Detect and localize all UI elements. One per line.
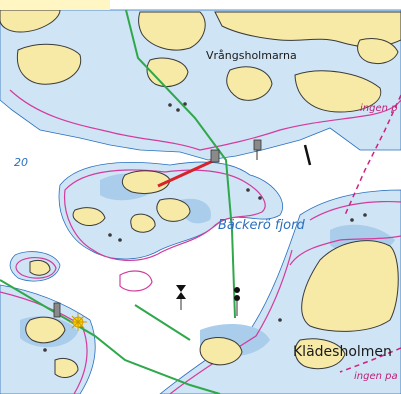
rock-icon	[350, 218, 354, 222]
shallow-water-top	[0, 9, 401, 161]
restricted-label-top: ingen p	[360, 103, 398, 114]
rock-icon	[246, 188, 250, 192]
lighthouse-icon	[53, 302, 61, 318]
island-left-2	[29, 259, 51, 276]
rock-icon	[258, 196, 262, 200]
navigation-marks	[53, 139, 312, 331]
island-top-left-1	[16, 43, 82, 85]
island-kladesholmen	[301, 240, 399, 332]
rock-icon	[118, 238, 122, 242]
place-label-backero-fjord: Bäckerö fjord	[218, 218, 305, 233]
beacon-icon	[210, 149, 220, 163]
star-light-icon	[69, 313, 87, 331]
island-bottom-left-2	[54, 357, 79, 378]
restricted-area-boundary	[339, 94, 401, 373]
buoy-icon	[176, 285, 186, 310]
island-right-2	[357, 38, 399, 65]
island-top-center-1	[138, 11, 206, 51]
island-top-left-2	[0, 9, 61, 33]
land-top-left-corner	[0, 0, 110, 10]
rock-icon	[363, 213, 367, 217]
island-bottom-1	[294, 338, 346, 370]
island-vrangsholmarna	[226, 66, 273, 101]
island-right-1	[294, 70, 382, 113]
rock-icon	[43, 348, 47, 352]
beacon-icon	[253, 139, 262, 151]
place-label-vrangsholmarna: Vrångsholmarna	[206, 49, 297, 62]
island-left-1	[72, 207, 106, 226]
island-center-1	[121, 170, 171, 194]
rock-icon	[176, 108, 180, 112]
rocks	[43, 102, 367, 352]
rock-icon	[108, 233, 112, 237]
buoy-icon	[303, 144, 312, 166]
island-bottom-left	[25, 316, 66, 344]
leading-line	[157, 158, 216, 188]
islands	[0, 9, 401, 378]
restricted-label-bottom: ingen pa	[354, 371, 398, 382]
island-bottom-2	[199, 337, 243, 366]
island-center-2	[156, 198, 191, 222]
rock-icon	[278, 318, 282, 322]
recommended-route	[0, 9, 236, 394]
depth-label: 20	[14, 156, 28, 169]
rock-icon	[168, 103, 172, 107]
buoy-icon	[234, 287, 240, 316]
place-label-kladesholmen: Klädesholmen	[293, 344, 392, 360]
rock-icon	[183, 102, 187, 106]
island-center-3	[130, 213, 156, 233]
